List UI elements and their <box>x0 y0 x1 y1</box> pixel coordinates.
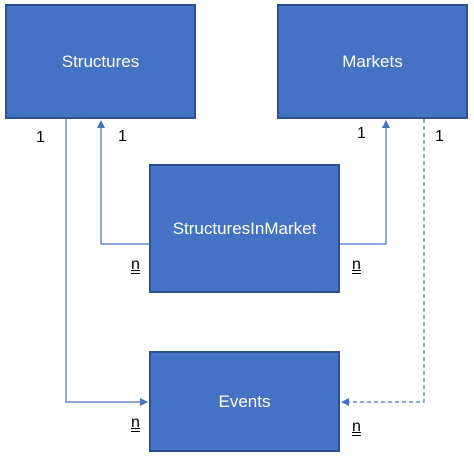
markets-to-events-dashed-connector <box>341 119 425 406</box>
structures-to-events-cardinality-one: 1 <box>36 129 45 146</box>
structures-entity[interactable]: Structures <box>5 4 196 119</box>
events-left-cardinality-many: n <box>131 414 140 431</box>
markets-from-sim-cardinality-one: 1 <box>357 125 366 142</box>
sim-left-cardinality-many: n <box>131 256 140 273</box>
sim-to-markets-connector <box>340 120 390 245</box>
events-entity-label: Events <box>218 391 271 411</box>
structures-in-market-entity[interactable]: StructuresInMarket <box>149 164 340 293</box>
markets-entity[interactable]: Markets <box>277 4 468 119</box>
structures-entity-label: Structures <box>61 51 140 71</box>
structures-to-events-connector <box>65 119 148 406</box>
markets-to-events-cardinality-one: 1 <box>435 128 444 145</box>
events-entity[interactable]: Events <box>149 351 340 452</box>
events-right-cardinality-many: n <box>352 418 361 435</box>
sim-right-cardinality-many: n <box>352 256 361 273</box>
structures-in-market-entity-label: StructuresInMarket <box>172 218 317 238</box>
sim-to-structures-connector <box>97 120 149 245</box>
structures-from-sim-cardinality-one: 1 <box>118 128 127 145</box>
markets-entity-label: Markets <box>342 51 403 71</box>
